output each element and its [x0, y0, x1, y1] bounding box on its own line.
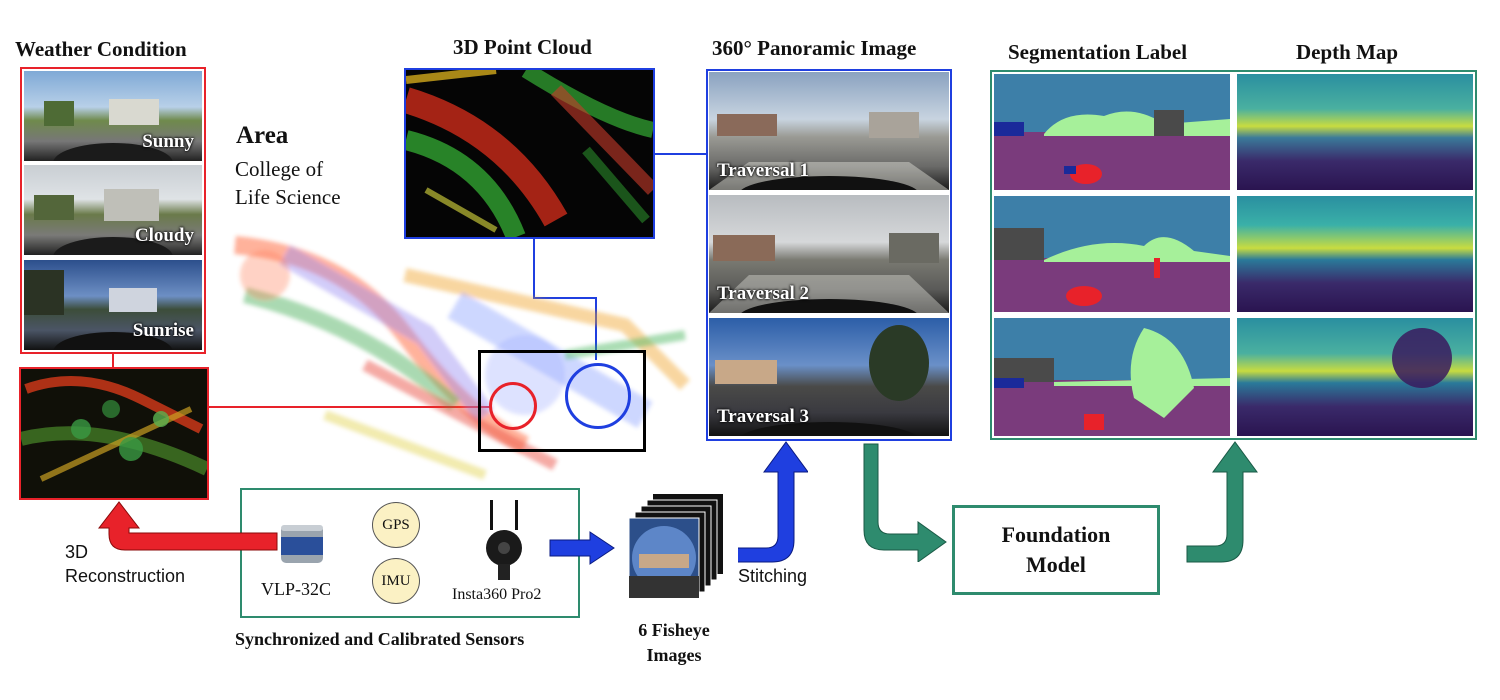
- segmentation-title: Segmentation Label: [1008, 40, 1188, 64]
- reconstruction-label-line1: 3D: [65, 542, 89, 562]
- camera-label: Insta360 Pro2: [452, 586, 542, 603]
- weather-cloudy-photo: Cloudy: [24, 165, 202, 255]
- fisheye-images-icon: [628, 494, 723, 598]
- point-cloud-panel: [404, 68, 655, 239]
- weather-label-sunrise: Sunrise: [132, 320, 194, 341]
- depth-tree-silhouette: [1392, 328, 1452, 388]
- lidar-label: VLP-32C: [261, 579, 332, 599]
- weather-sunny-photo: Sunny: [24, 71, 202, 161]
- foundation-label-line2: Model: [1026, 552, 1086, 577]
- point-cloud-render: [406, 70, 653, 237]
- sunny-scene: [44, 99, 173, 161]
- blue-location-circle: [565, 363, 631, 429]
- traversal-3-scene: [715, 325, 929, 436]
- reconstruction-arrow: [97, 501, 278, 551]
- imu-badge: IMU: [372, 558, 420, 604]
- traversal-3-label: Traversal 3: [717, 406, 809, 427]
- foundation-model-box: Foundation Model: [952, 505, 1160, 595]
- camera-icon: [486, 500, 522, 580]
- segmentation-render-3: [994, 328, 1230, 436]
- segmentation-render-2: [994, 228, 1230, 312]
- traversal-1-image: Traversal 1: [709, 72, 949, 190]
- cloudy-scene: [34, 189, 173, 255]
- red-location-circle: [489, 382, 537, 430]
- gps-label: GPS: [382, 516, 410, 533]
- segmentation-panel-1: [994, 74, 1230, 190]
- panoramic-title: 360° Panoramic Image: [712, 36, 917, 60]
- foundation-label-line1: Foundation: [1001, 522, 1111, 547]
- fisheye-label-line2: Images: [646, 645, 702, 665]
- stitching-label: Stitching: [738, 566, 808, 586]
- lidar-icon: [281, 525, 323, 563]
- point-cloud-title: 3D Point Cloud: [453, 35, 592, 59]
- imu-label: IMU: [381, 572, 411, 589]
- depth-panel-3: [1237, 318, 1473, 436]
- depth-panel-1: [1237, 74, 1473, 190]
- sunrise-scene: [24, 270, 173, 350]
- traversal-1-label: Traversal 1: [717, 160, 809, 181]
- segmentation-render-1: [994, 110, 1230, 190]
- area-zoom-box: [478, 350, 646, 452]
- panoramic-to-model-arrow: [863, 443, 947, 562]
- lidar-device: [279, 523, 325, 565]
- weather-condition-title: Weather Condition: [15, 37, 187, 61]
- area-heading: Area: [236, 122, 289, 149]
- panoramic-frame: [706, 69, 952, 441]
- depth-map-title: Depth Map: [1296, 40, 1399, 64]
- area-line1: College of: [235, 157, 324, 181]
- traversal-2-image: Traversal 2: [709, 195, 949, 313]
- reconstruction-crop: [19, 367, 209, 500]
- depth-panel-2: [1237, 196, 1473, 312]
- sensors-caption: Synchronized and Calibrated Sensors: [235, 629, 525, 649]
- fisheye-stack: [625, 492, 725, 598]
- camera-device: [482, 498, 526, 582]
- sensor-to-fisheye-arrow: [549, 531, 615, 565]
- stitching-arrow: [738, 441, 808, 563]
- weather-label-cloudy: Cloudy: [134, 225, 194, 246]
- weather-sunrise-photo: Sunrise: [24, 260, 202, 350]
- weather-frame: [20, 67, 206, 354]
- traversal-3-image: Traversal 3: [709, 318, 949, 436]
- segmentation-panel-3: [994, 318, 1230, 436]
- gps-badge: GPS: [372, 502, 420, 548]
- traversal-2-label: Traversal 2: [717, 283, 809, 304]
- seg-depth-frame: [990, 70, 1477, 440]
- traversal-1-scene: [709, 112, 949, 190]
- model-to-output-arrow: [1186, 441, 1258, 563]
- segmentation-panel-2: [994, 196, 1230, 312]
- reconstruction-label-line2: Reconstruction: [65, 566, 186, 586]
- traversal-2-scene: [709, 233, 949, 313]
- reconstruction-pointcloud: [21, 369, 207, 498]
- fisheye-label-line1: 6 Fisheye: [638, 620, 710, 640]
- weather-label-sunny: Sunny: [142, 131, 194, 152]
- area-line2: Life Science: [235, 185, 341, 209]
